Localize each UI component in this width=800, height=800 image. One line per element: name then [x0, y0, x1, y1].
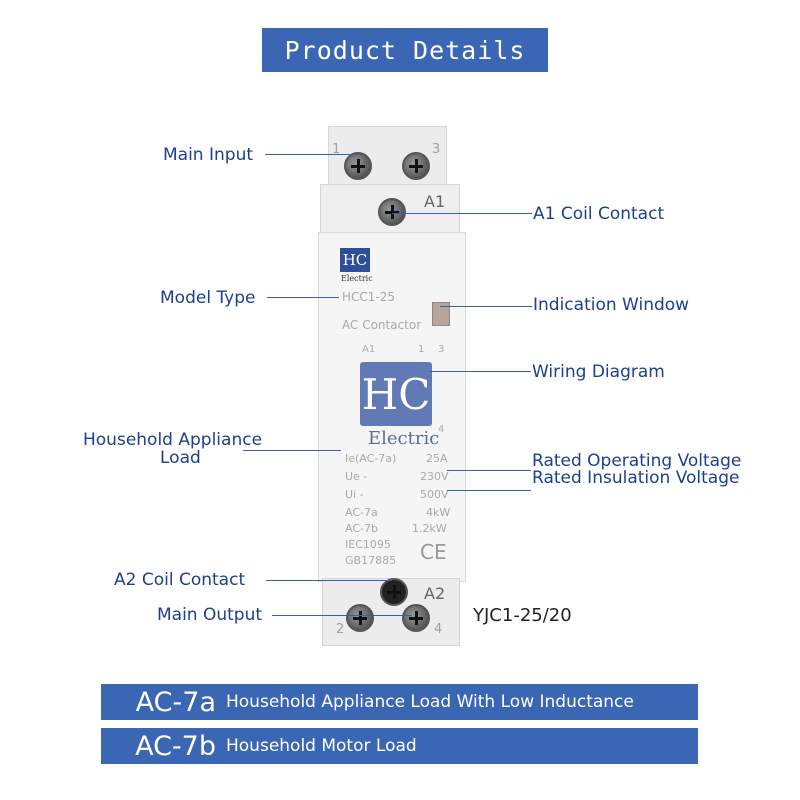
- spec-left-3: AC-7a: [345, 506, 378, 519]
- legend-row-ac7b: AC-7b Household Motor Load: [101, 728, 698, 764]
- brand-sub-small: Electric: [341, 274, 373, 283]
- spec-right-4: 1.2kW: [412, 522, 447, 535]
- label-main-output: Main Output: [157, 605, 263, 625]
- label-household-load-line2: Load: [160, 448, 201, 468]
- model-code: YJC1-25/20: [473, 605, 572, 626]
- main-input-screw-1-icon: [344, 152, 372, 180]
- device-a1-label: A1: [424, 192, 446, 211]
- legend-code: AC-7a: [135, 686, 216, 718]
- label-a2-coil-contact: A2 Coil Contact: [114, 570, 246, 590]
- label-main-input: Main Input: [163, 145, 254, 165]
- leader-main-input: [265, 154, 358, 155]
- label-a1-coil-contact: A1 Coil Contact: [533, 204, 665, 224]
- legend-description: Household Appliance Load With Low Induct…: [226, 692, 634, 712]
- leader-model-type: [267, 297, 339, 298]
- leader-a1-coil-contact: [392, 213, 532, 214]
- terminal-3-label: 3: [432, 142, 441, 157]
- spec-left-5: IEC1095: [345, 538, 391, 551]
- terminal-4-label: 4: [434, 622, 443, 637]
- leader-indication-window: [440, 306, 532, 307]
- a1-screw-icon: [378, 198, 406, 226]
- spec-right-0: 25A: [426, 452, 448, 465]
- main-output-screw-4-icon: [402, 604, 430, 632]
- spec-left-2: Ui -: [345, 488, 364, 501]
- brand-sub-large: Electric: [368, 428, 440, 449]
- device-type: AC Contactor: [342, 318, 422, 332]
- brand-logo-large: HC: [360, 362, 432, 426]
- indication-window: [432, 302, 450, 326]
- label-household-load-line1: Household Appliance: [83, 430, 263, 450]
- ce-mark: CE: [420, 540, 447, 564]
- brand-logo-small: HC: [340, 248, 370, 272]
- wiring-1-label: 1: [418, 344, 425, 355]
- leader-rated-voltage: [447, 470, 531, 471]
- terminal-1-label: 1: [332, 142, 341, 157]
- spec-right-1: 230V: [420, 470, 449, 483]
- spec-left-4: AC-7b: [345, 522, 378, 535]
- spec-right-2: 500V: [420, 488, 449, 501]
- spec-right-3: 4kW: [426, 506, 451, 519]
- label-wiring-diagram: Wiring Diagram: [532, 362, 665, 382]
- label-model-type: Model Type: [160, 288, 256, 308]
- leader-a2-coil-contact: [266, 580, 392, 581]
- main-input-screw-3-icon: [402, 152, 430, 180]
- label-rated-operating-voltage: Rated Operating Voltage: [532, 451, 742, 471]
- legend-description: Household Motor Load: [226, 736, 417, 756]
- leader-wiring-diagram: [430, 371, 531, 372]
- leader-rated-insulation: [447, 490, 531, 491]
- label-rated-insulation-voltage: Rated Insulation Voltage: [532, 468, 740, 488]
- device-a2-label: A2: [424, 584, 446, 603]
- spec-left-0: Ie(AC-7a): [345, 452, 397, 465]
- main-output-screw-2-icon: [346, 604, 374, 632]
- leader-household-load: [243, 450, 341, 451]
- label-indication-window: Indication Window: [533, 295, 690, 315]
- leader-main-output: [272, 615, 412, 616]
- legend-code: AC-7b: [135, 730, 216, 762]
- page-title: Product Details: [284, 35, 526, 65]
- device-model: HCC1-25: [342, 290, 396, 304]
- wiring-3-label: 3: [438, 344, 445, 355]
- a2-screw-icon: [380, 578, 408, 606]
- wiring-4-label: 4: [438, 424, 445, 435]
- wiring-a1-label: A1: [362, 344, 376, 355]
- spec-left-6: GB17885: [345, 554, 397, 567]
- spec-left-1: Ue -: [345, 470, 368, 483]
- terminal-2-label: 2: [336, 622, 345, 637]
- legend-row-ac7a: AC-7a Household Appliance Load With Low …: [101, 684, 698, 720]
- page-title-banner: Product Details: [262, 28, 548, 72]
